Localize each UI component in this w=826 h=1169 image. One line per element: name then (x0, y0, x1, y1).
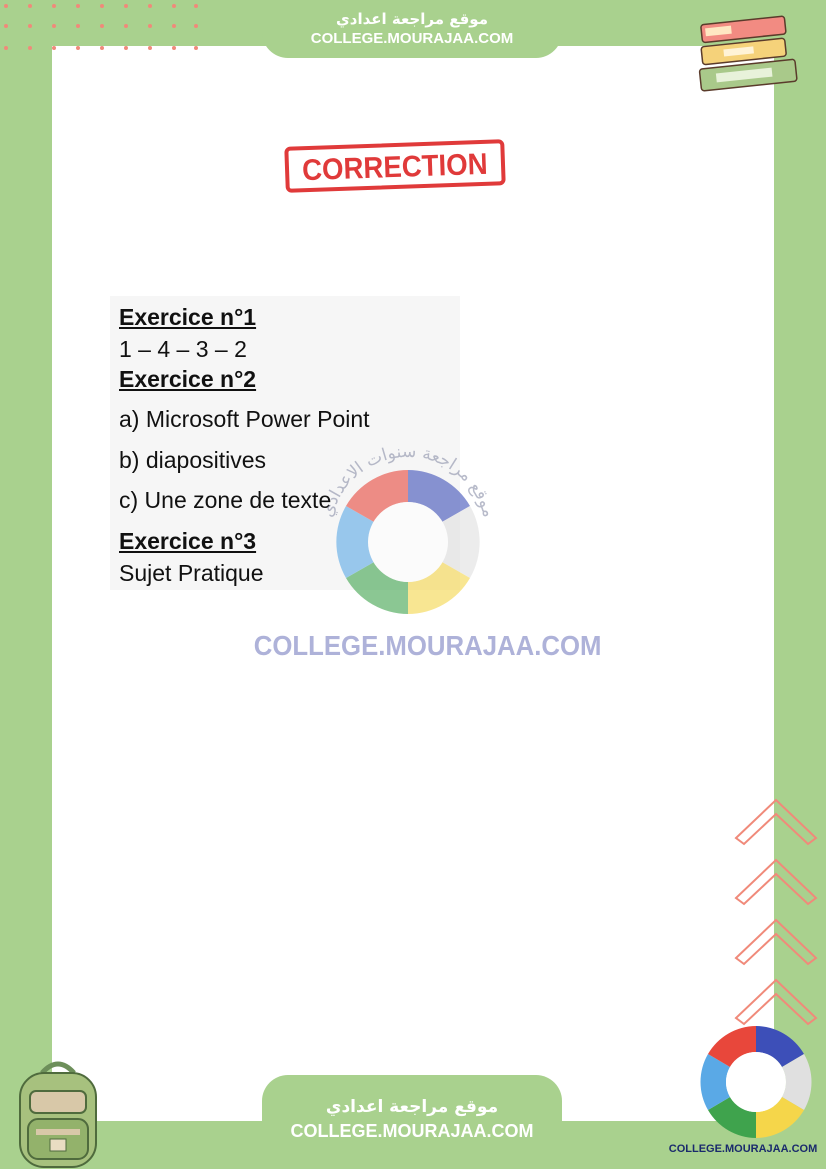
footer-site-arabic: موقع مراجعة اعدادي (325, 1097, 499, 1117)
header-site-url[interactable]: COLLEGE.MOURAJAA.COM (310, 30, 514, 47)
footer-banner: موقع مراجعة اعدادي COLLEGE.MOURAJAA.COM (262, 1075, 562, 1169)
exercise-1-answer: 1 – 4 – 3 – 2 (119, 336, 247, 362)
answers-block: Exercice n°1 1 – 4 – 3 – 2 Exercice n°2 … (110, 296, 460, 590)
header-site-arabic: موقع مراجعة اعدادي (336, 10, 488, 28)
school-ring-logo (700, 1026, 812, 1138)
footer-site-url[interactable]: COLLEGE.MOURAJAA.COM (290, 1121, 534, 1141)
exercise-3-title: Exercice n°3 (119, 528, 257, 554)
exercise-2-title: Exercice n°2 (119, 366, 257, 392)
backpack-icon (19, 1061, 97, 1168)
corner-logo-url: COLLEGE.MOURAJAA.COM (668, 1143, 818, 1155)
chevrons-icon (734, 798, 818, 1026)
dot-pattern (4, 4, 198, 50)
exercise-1-title: Exercice n°1 (119, 304, 257, 330)
stamp-label: CORRECTION (301, 147, 489, 188)
exercise-3-answer: Sujet Pratique (119, 560, 264, 586)
header-banner: موقع مراجعة اعدادي COLLEGE.MOURAJAA.COM (262, 0, 562, 58)
books-icon (698, 15, 798, 92)
exercise-2-answer-c: c) Une zone de texte (119, 487, 332, 513)
correction-stamp: CORRECTION (284, 139, 506, 193)
exercise-2-answer-b: b) diapositives (119, 447, 267, 473)
watermark-url: COLLEGE.MOURAJAA.COM (253, 630, 602, 661)
exercise-2-answer-a: a) Microsoft Power Point (119, 406, 370, 432)
watermark-ring-logo: موقع مراجعة سنوات الاعدادي (317, 442, 499, 614)
